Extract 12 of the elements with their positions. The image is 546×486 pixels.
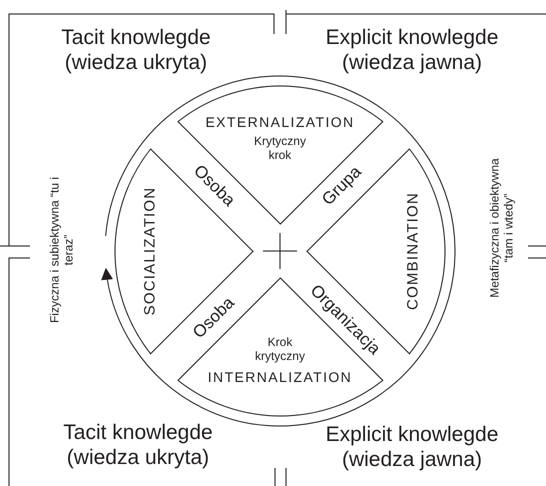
quadrant-heading: Explicit knowlegde (wiedza jawna) <box>324 422 500 472</box>
quadrant-heading: Explicit knowlegde (wiedza jawna) <box>324 24 500 76</box>
quadrant-heading: Tacit knowlegde (wiedza ukryta) <box>62 420 214 470</box>
stage-title: SOCIALIZATION <box>141 186 159 318</box>
quadrant-heading: Tacit knowlegde (wiedza ukryta) <box>60 24 212 76</box>
stage-title: EXTERNALIZATION <box>204 114 356 130</box>
stage-note: Krytyczny krok <box>252 135 307 163</box>
stage-title: COMBINATION <box>404 191 422 312</box>
side-note: Metafizyczna i obiektywna “tam i wtedy” <box>488 157 516 300</box>
side-note: Fizyczna i subiektywna “tu i teraz” <box>48 176 76 325</box>
stage-note: Krok krytyczny <box>254 336 306 364</box>
stage-title: INTERNALIZATION <box>206 368 354 386</box>
